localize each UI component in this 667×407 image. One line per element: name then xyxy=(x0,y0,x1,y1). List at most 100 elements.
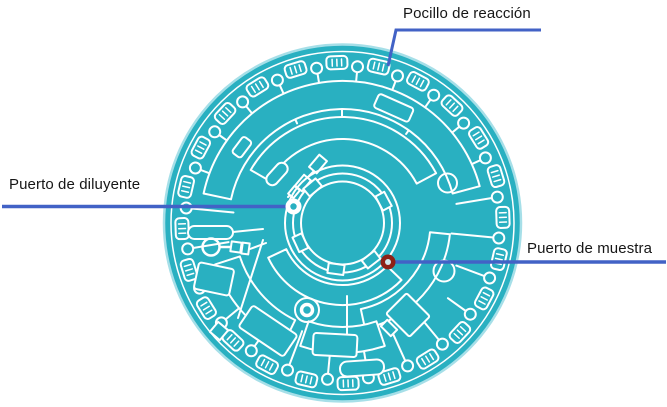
reaction-well-hatch xyxy=(233,340,240,347)
hub-ring-outer xyxy=(284,164,401,282)
reaction-well-hatch xyxy=(448,102,456,109)
vent-pin-hole xyxy=(310,61,324,75)
reaction-well-hatch xyxy=(421,357,427,366)
alignment-hole-upper xyxy=(437,172,458,194)
reaction-well xyxy=(195,296,217,320)
label-sample-port: Puerto de muestra xyxy=(527,240,653,257)
vent-pin-hole xyxy=(457,116,471,130)
reaction-well-hatch xyxy=(218,113,226,121)
reaction-well xyxy=(174,217,190,241)
reaction-well xyxy=(415,348,440,370)
disc-rim-ring xyxy=(170,50,515,396)
vent-pin-stem xyxy=(288,330,304,366)
sample-port-marker xyxy=(380,254,396,270)
reaction-well xyxy=(213,102,237,125)
reaction-well xyxy=(468,126,490,150)
mixer-block-c xyxy=(308,153,328,175)
reaction-well-hatch xyxy=(221,110,229,117)
vent-pin-stem xyxy=(192,241,230,249)
reaction-well xyxy=(366,57,391,76)
left-bar-channel xyxy=(232,228,264,233)
reaction-well xyxy=(495,205,511,229)
reaction-well xyxy=(177,175,195,199)
reaction-well-hatch xyxy=(480,296,488,301)
reaction-well xyxy=(179,257,199,282)
reaction-well-hatch xyxy=(445,99,452,106)
hub-chamber xyxy=(302,177,323,198)
vent-pin-stem xyxy=(455,197,493,205)
reaction-well-hatch xyxy=(453,332,460,340)
capsule-chamber xyxy=(265,161,289,187)
reaction-well-hatch xyxy=(392,371,396,380)
channel-arc xyxy=(249,116,438,185)
vent-pin-hole xyxy=(391,69,404,83)
sample-port-hole xyxy=(385,259,391,265)
reaction-well-hatch xyxy=(298,64,302,73)
reaction-well-hatch xyxy=(199,141,207,146)
metering-chamber xyxy=(373,93,415,123)
reaction-well-hatch xyxy=(268,363,274,371)
reaction-well-hatch xyxy=(419,79,425,88)
reaction-well-hatch xyxy=(183,263,192,268)
reaction-well-hatch xyxy=(254,83,260,91)
reaction-well-hatch xyxy=(425,355,431,363)
vent-pin-hole xyxy=(490,190,504,204)
channel-arc xyxy=(267,248,403,307)
reaction-well-hatch xyxy=(225,106,232,114)
valve-circle xyxy=(201,237,221,257)
reaction-well-hatch xyxy=(474,135,483,141)
centrifuge-ring-inner xyxy=(299,302,315,318)
inner-chambers xyxy=(187,93,458,378)
reaction-well-hatch xyxy=(300,374,304,383)
reaction-well-hatch xyxy=(383,373,387,382)
reaction-well-hatch xyxy=(293,65,298,74)
reaction-well-hatch xyxy=(472,131,480,137)
vent-pin-hole xyxy=(188,161,202,175)
vent-pin-hole xyxy=(401,359,415,373)
reaction-well-hatch xyxy=(250,85,256,94)
reaction-well-hatch xyxy=(494,257,503,261)
reaction-well-hatch xyxy=(200,301,208,307)
bottom-left-chamber xyxy=(238,305,298,357)
vent-pin-stem xyxy=(455,264,486,278)
small-square-chamber xyxy=(208,320,230,342)
reaction-well-hatch xyxy=(415,77,421,86)
reaction-well-hatch xyxy=(226,333,233,341)
reaction-well-hatch xyxy=(411,75,417,83)
valve-block-b xyxy=(240,241,251,256)
reaction-well-hatch xyxy=(309,376,313,385)
reaction-well xyxy=(405,71,430,92)
vent-pin-hole xyxy=(478,151,492,165)
reaction-well-hatch xyxy=(205,309,213,315)
vent-pin-hole xyxy=(483,271,497,285)
reaction-well xyxy=(448,321,472,344)
bottom-center-chamber xyxy=(311,332,359,358)
reaction-well xyxy=(255,354,280,375)
diluent-port-hole xyxy=(290,203,297,210)
label-reaction-well: Pocillo de reacción xyxy=(403,5,531,22)
reaction-well-hatch xyxy=(264,360,270,369)
reaction-well xyxy=(190,135,212,160)
diluent-channel-bar xyxy=(187,225,234,240)
reaction-well xyxy=(486,164,506,189)
reaction-well-hatch xyxy=(183,180,192,184)
vent-pin-stem xyxy=(190,207,235,214)
reaction-well-hatch xyxy=(477,139,485,145)
hub-chambers xyxy=(291,177,393,277)
valve-channel xyxy=(249,242,267,250)
reaction-well-hatch xyxy=(258,80,264,89)
reaction-well-hatch xyxy=(493,178,502,183)
reaction-well-hatch xyxy=(229,337,237,344)
reaction-well-hatch xyxy=(289,66,293,75)
bottom-right-block xyxy=(379,318,399,338)
hub-chamber xyxy=(291,232,310,254)
reaction-well-hatch xyxy=(180,189,190,193)
vent-pin-hole xyxy=(236,95,250,109)
reaction-well xyxy=(294,370,319,389)
reaction-well-hatch xyxy=(482,291,491,297)
reaction-well-hatch xyxy=(478,300,486,305)
vent-pin-hole xyxy=(321,372,334,386)
overflow-chamber xyxy=(231,136,253,159)
